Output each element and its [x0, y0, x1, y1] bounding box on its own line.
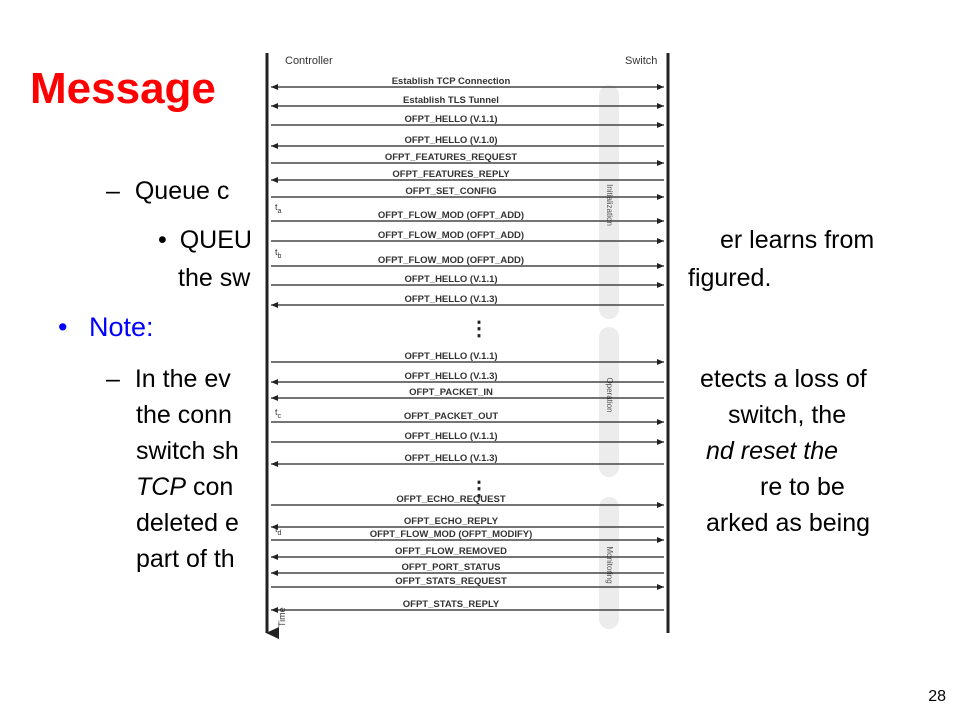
time-tick-label: ta: [275, 202, 282, 215]
message-label: OFPT_HELLO (V.1.3): [404, 453, 497, 464]
message-label: OFPT_FLOW_MOD (OFPT_MODIFY): [370, 529, 533, 540]
message-label: OFPT_STATS_REQUEST: [395, 576, 507, 587]
line-2-right-text: er learns from: [720, 226, 875, 254]
message-label: OFPT_PACKET_IN: [409, 387, 493, 398]
switch-label: Switch: [625, 55, 657, 67]
line-8-mid-text: con: [186, 473, 234, 501]
message-label: OFPT_HELLO (V.1.1): [404, 114, 497, 125]
dash-marker: –: [106, 177, 120, 205]
message-label: OFPT_ECHO_REQUEST: [396, 494, 505, 505]
time-tick-label: tb: [275, 247, 282, 260]
message-label: OFPT_PORT_STATUS: [402, 562, 501, 573]
message-label: OFPT_HELLO (V.1.1): [404, 274, 497, 285]
message-label: OFPT_PACKET_OUT: [404, 411, 499, 422]
message-label: OFPT_HELLO (V.1.0): [404, 135, 497, 146]
line-5-right-text: etects a loss of: [700, 365, 867, 393]
message-label: OFPT_FLOW_MOD (OFPT_ADD): [378, 255, 524, 266]
message-label: OFPT_HELLO (V.1.3): [404, 371, 497, 382]
time-axis-label: Time: [277, 607, 287, 627]
phase-bar-monitoring: [599, 497, 619, 629]
phase-bar-operation: [599, 327, 619, 477]
text-line-5-left: – In the ev: [106, 364, 231, 395]
message-label: OFPT_FEATURES_REPLY: [392, 169, 510, 180]
message-label: OFPT_FLOW_MOD (OFPT_ADD): [378, 210, 524, 221]
time-tick-label: tc: [275, 407, 282, 420]
time-tick-label: td: [275, 524, 282, 537]
page-number: 28: [928, 688, 946, 705]
ellipsis-marker-1: ⋮: [469, 318, 489, 340]
line-6-right-text: switch, the: [728, 401, 847, 429]
slide-title: Message: [30, 64, 216, 113]
message-label: OFPT_ECHO_REPLY: [404, 516, 499, 527]
line-10-left-text: part of th: [136, 545, 235, 573]
bullet-marker: •: [158, 226, 167, 254]
line-7-left-text: switch sh: [136, 437, 239, 465]
ellipsis-marker-2: ⋮: [469, 478, 489, 500]
line-3-right-text: figured.: [688, 264, 772, 292]
dash-marker: –: [106, 365, 120, 393]
note-label: Note:: [88, 312, 154, 342]
text-line-1: – Queue c: [106, 176, 229, 207]
line-9-left-text: deleted e: [136, 509, 239, 537]
text-line-2-left: • QUEU: [158, 225, 252, 256]
message-label: OFPT_STATS_REPLY: [403, 599, 500, 610]
note-bullet: •: [58, 312, 68, 342]
line-8-right-text: re to be: [760, 473, 845, 501]
line-5-left-text: In the ev: [134, 365, 231, 393]
phase-label: Initialization: [605, 184, 614, 226]
text-line-8: TCP con: [136, 472, 233, 503]
line-8-left-text: TCP: [136, 473, 186, 501]
phase-bar-initialization: [599, 85, 619, 319]
line-1-text: Queue c: [134, 177, 230, 205]
message-label: OFPT_HELLO (V.1.1): [404, 431, 497, 442]
message-label: Establish TLS Tunnel: [403, 95, 499, 106]
time-ticks: ta tb tc td: [275, 202, 282, 537]
sequence-diagram-canvas: Controller Switch Time InitializationOpe…: [265, 53, 670, 639]
line-9-right-text: arked as being: [706, 509, 871, 537]
message-label: OFPT_FEATURES_REQUEST: [385, 152, 518, 163]
message-label: OFPT_FLOW_REMOVED: [395, 546, 507, 557]
phase-label: Operation: [605, 377, 614, 412]
line-2-left-text: QUEU: [179, 226, 252, 254]
message-label: OFPT_SET_CONFIG: [405, 186, 496, 197]
line-7-right-text: nd reset the: [706, 437, 839, 465]
phase-label: Monitoring: [605, 546, 614, 583]
line-6-left-text: the conn: [136, 401, 232, 429]
message-label: Establish TCP Connection: [392, 76, 511, 87]
message-label: OFPT_HELLO (V.1.3): [404, 294, 497, 305]
message-label: OFPT_FLOW_MOD (OFPT_ADD): [378, 230, 524, 241]
note-heading: • Note:: [58, 312, 154, 343]
message-label: OFPT_HELLO (V.1.1): [404, 351, 497, 362]
line-3-left-text: the sw: [178, 264, 251, 292]
controller-label: Controller: [285, 55, 333, 67]
